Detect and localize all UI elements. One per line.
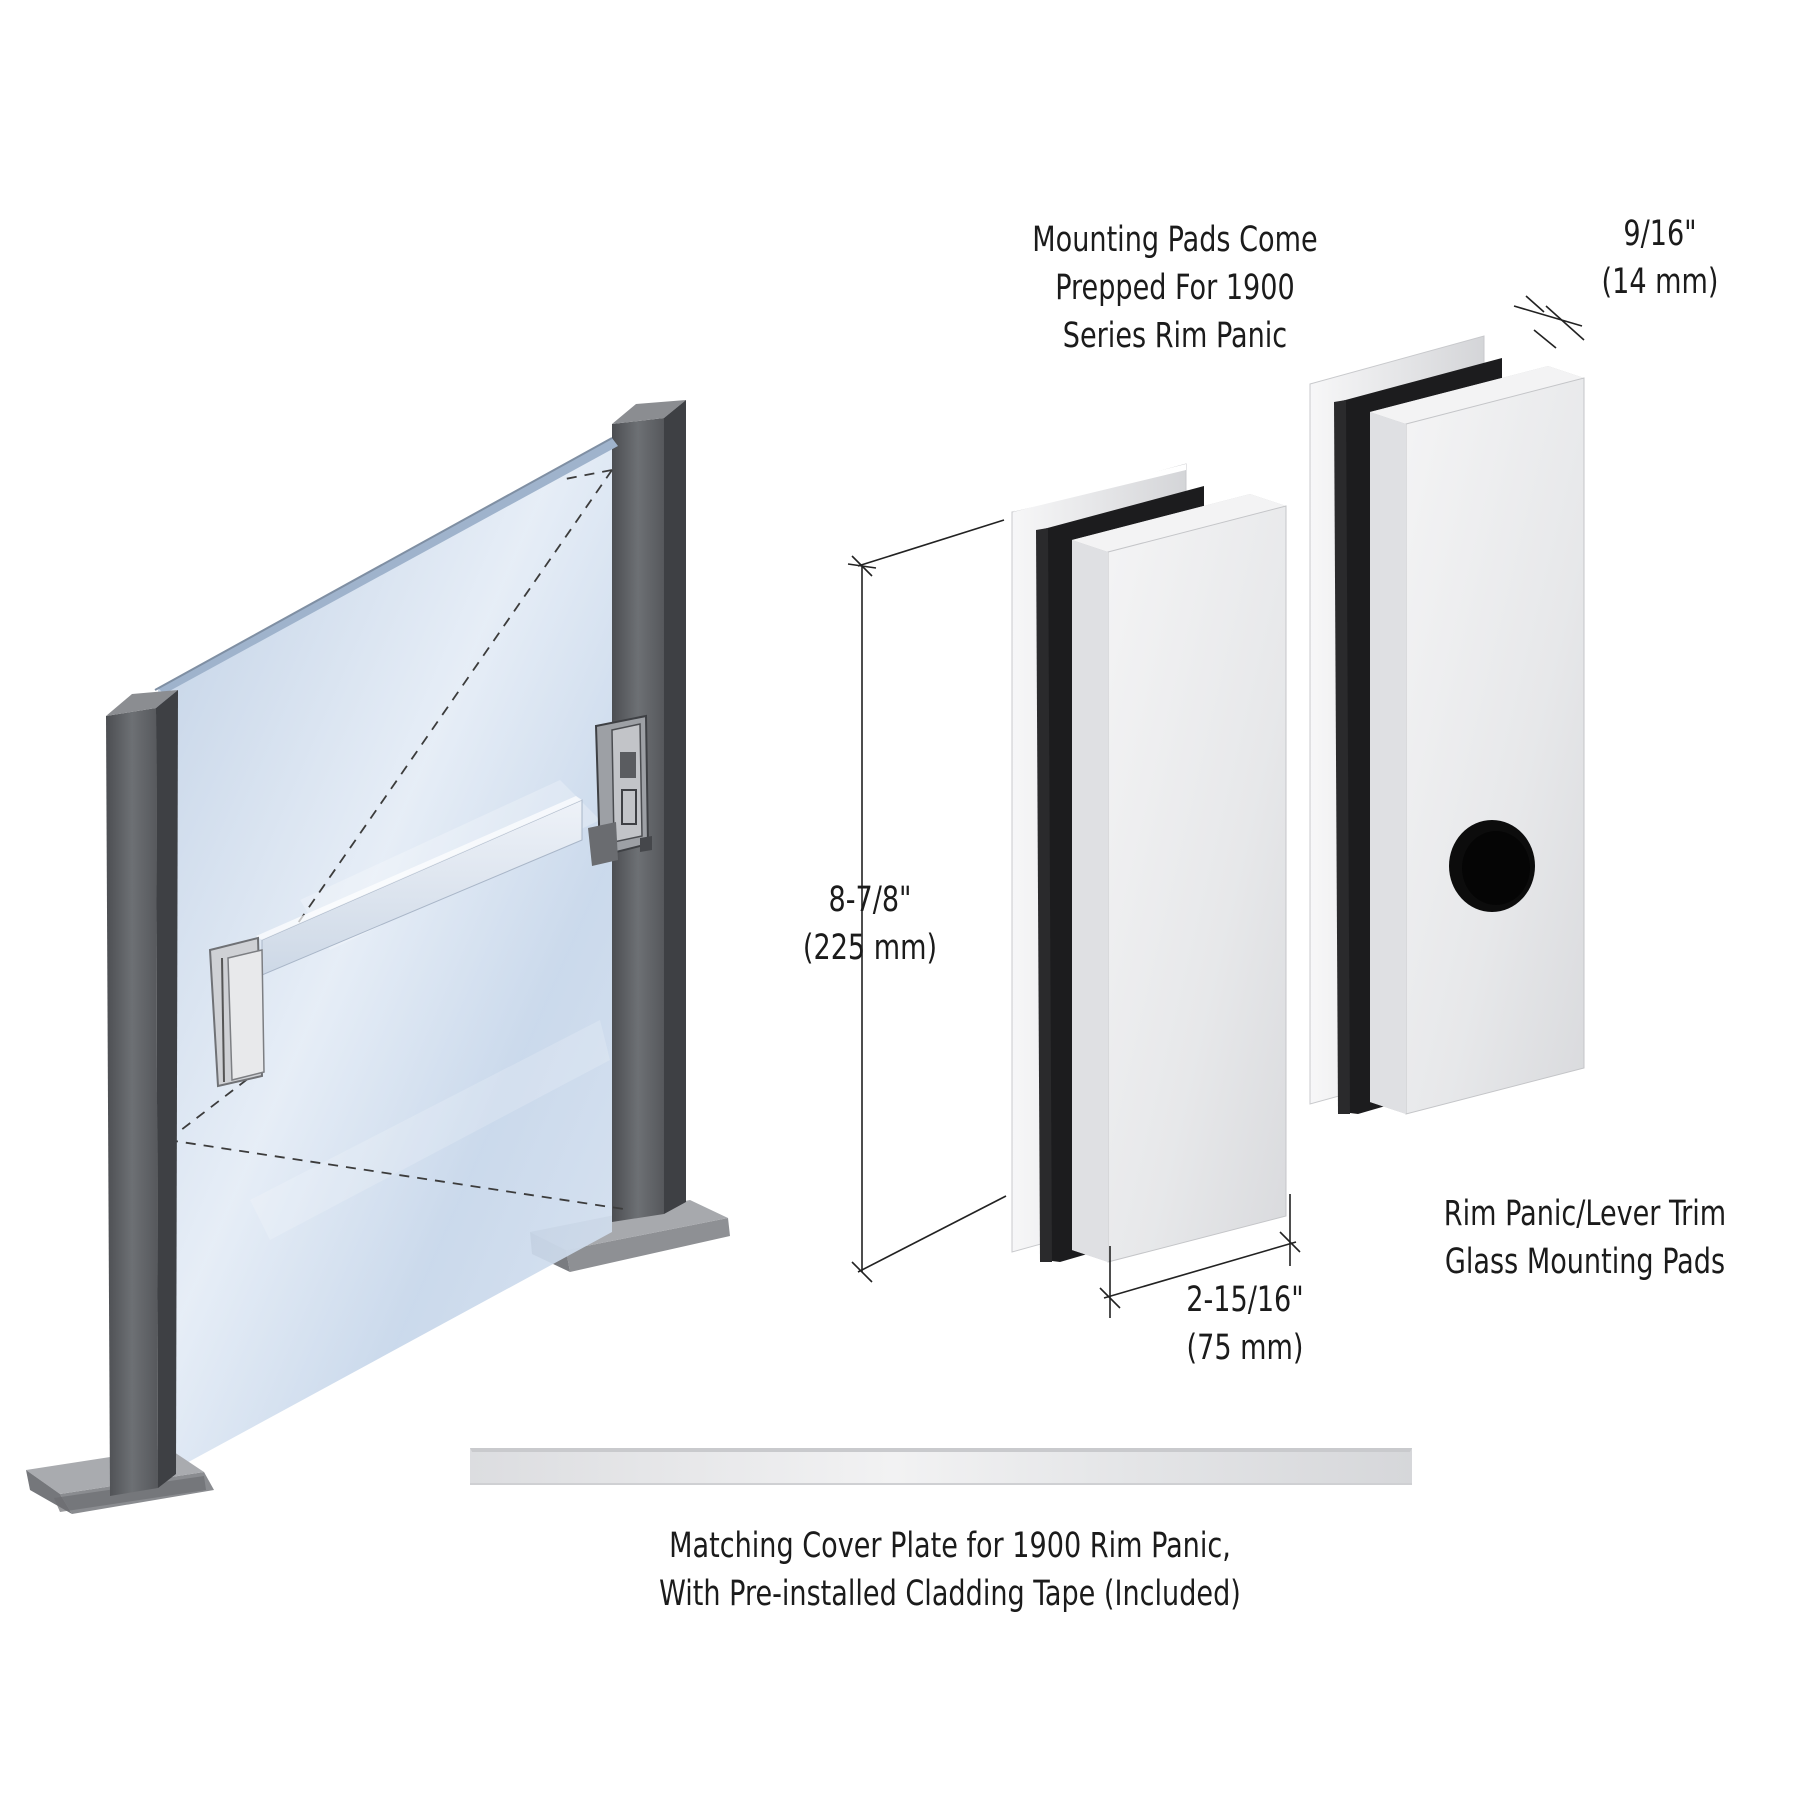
width-imperial: 2-15/16" <box>1186 1280 1304 1320</box>
mounting-pads-line-1: Mounting Pads Come <box>1032 220 1318 260</box>
thickness-metric: (14 mm) <box>1601 262 1719 302</box>
gate-assembly <box>26 400 730 1514</box>
mounting-pad-front <box>1011 463 1287 1263</box>
rim-panic-device <box>588 714 652 866</box>
thickness-imperial: 9/16" <box>1623 214 1697 254</box>
cover-plate-line-2: With Pre-installed Cladding Tape (Includ… <box>659 1574 1241 1614</box>
cover-plate-line-1: Matching Cover Plate for 1900 Rim Panic, <box>669 1526 1231 1566</box>
trim-pads-line-1: Rim Panic/Lever Trim <box>1443 1194 1727 1234</box>
height-imperial: 8-7/8" <box>828 880 912 920</box>
mounting-pad-rear <box>1309 335 1585 1115</box>
mounting-pads-line-3: Series Rim Panic <box>1062 316 1288 356</box>
dimension-lines <box>847 295 1585 1318</box>
height-dimension-label: 8-7/8" (225 mm) <box>770 876 970 972</box>
bar-end-pad <box>208 936 265 1088</box>
trim-pads-caption: Rim Panic/Lever Trim Glass Mounting Pads <box>1385 1190 1785 1286</box>
cover-plate <box>470 1448 1412 1485</box>
height-metric: (225 mm) <box>802 928 938 968</box>
trim-pads-line-2: Glass Mounting Pads <box>1444 1242 1726 1282</box>
left-post <box>106 690 178 1496</box>
width-dimension-label: 2-15/16" (75 mm) <box>1135 1276 1355 1372</box>
width-metric: (75 mm) <box>1186 1328 1304 1368</box>
cover-plate-caption: Matching Cover Plate for 1900 Rim Panic,… <box>580 1522 1320 1618</box>
mounting-pads-line-2: Prepped For 1900 <box>1055 268 1295 308</box>
thickness-dimension-label: 9/16" (14 mm) <box>1560 210 1760 306</box>
mounting-pads-note: Mounting Pads Come Prepped For 1900 Seri… <box>975 216 1375 360</box>
